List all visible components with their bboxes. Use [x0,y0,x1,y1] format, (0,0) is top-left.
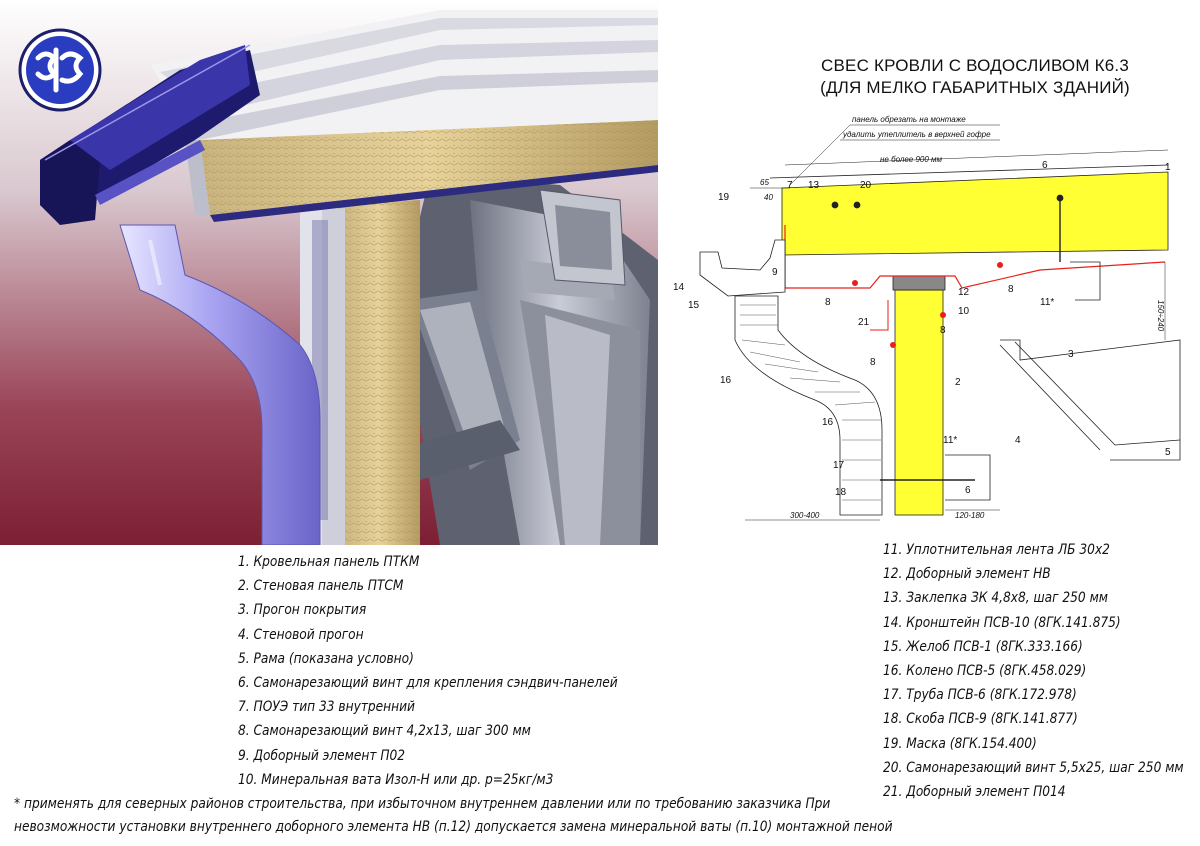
legend-item: 7. ПОУЭ тип 33 внутренний [238,699,415,716]
callout-number: 8 [940,325,946,336]
callout-number: 9 [772,267,778,278]
drawing-title: СВЕС КРОВЛИ С ВОДОСЛИВОМ К6.3 [821,56,1129,75]
legend-item: 8. Самонарезающий винт 4,2х13, шаг 300 м… [238,723,531,740]
legend-item: 5. Рама (показана условно) [238,650,414,667]
wall-panel-3d [300,200,420,545]
footnote-line-1: * применять для северных районов строите… [14,796,831,812]
legend-right: 11. Уплотнительная лента ЛБ 30х2 12. Доб… [883,538,1184,804]
wall-panel-section [894,289,944,516]
legend-item: 11. Уплотнительная лента ЛБ 30х2 [883,542,1110,558]
roof-purlin [395,290,520,480]
legend-item: 17. Труба ПСВ-6 (8ГК.172.978) [883,687,1077,704]
callout-number: 10 [958,306,970,317]
callout-cut-panel: панель обрезать на монтаже [852,115,966,124]
footnote-line-2: невозможности установки внутреннего добо… [14,819,893,835]
legend-item: 4. Стеновой прогон [238,626,364,643]
callout-number: 16 [822,417,834,428]
dimension-40: 40 [764,193,773,202]
callout-number: 8 [825,297,831,308]
callout-number: 12 [958,287,970,298]
legend-item: 20. Самонарезающий винт 5,5х25, шаг 250 … [883,759,1184,776]
callout-number: 11* [943,435,957,446]
legend-item: 9. Доборный элемент П02 [238,747,406,764]
legend-item: 18. Скоба ПСВ-9 (8ГК.141.877) [883,711,1078,728]
callout-numbers: 1 2 3 4 5 6 6 7 8 8 8 8 9 10 11* 11* 12 … [673,160,1171,498]
callout-number: 11* [1040,297,1054,308]
callout-number: 7 [787,180,793,191]
legend-item: 14. Кронштейн ПСВ-10 (8ГК.141.875) [883,614,1121,631]
callout-number: 20 [860,180,872,191]
callout-number: 8 [870,357,876,368]
callout-number: 17 [833,460,845,471]
callout-number: 14 [673,282,685,293]
callout-number: 18 [835,487,847,498]
legend-item: 1. Кровельная панель ПТКМ [238,554,420,570]
legend-item: 16. Колено ПСВ-5 (8ГК.458.029) [883,662,1087,679]
callout-number: 8 [1008,284,1014,295]
roof-panel-section [781,171,1169,256]
callout-number: 16 [720,375,732,386]
legend-item: 3. Прогон покрытия [238,602,367,619]
callout-number: 1 [1165,162,1171,173]
callout-number: 2 [955,377,961,388]
dimension-65: 65 [760,178,769,187]
gutter-section [699,239,786,297]
company-logo [18,28,102,112]
dimension-300-400: 300-400 [790,511,820,520]
dimension-height: 150÷240 [1156,300,1165,332]
legend-item: 2. Стеновая панель ПТСМ [238,578,404,595]
render-svg [0,0,658,545]
frame-beam [999,344,1101,451]
dimension-900: не более 900 мм [880,155,943,164]
callout-number: 13 [808,180,820,191]
callout-number: 3 [1068,349,1074,360]
roof-eave-3d-render [0,0,658,545]
drawing-subtitle: (ДЛЯ МЕЛКО ГАБАРИТНЫХ ЗДАНИЙ) [820,78,1130,97]
red-seal-line [784,225,1166,289]
purlin-bracket [1070,261,1101,301]
callout-number: 15 [688,300,700,311]
roof-purlin-section [1000,339,1181,461]
frame-beam-2 [1014,341,1181,446]
legend-item: 6. Самонарезающий винт для крепления сэн… [238,674,618,691]
callout-number: 5 [1165,447,1171,458]
callout-number: 19 [718,192,730,203]
callout-number: 4 [1015,435,1021,446]
flashing-21 [870,300,889,331]
dimension-120-180: 120-180 [955,511,985,520]
downpipe-3d [119,224,321,545]
wall-purlin-section [945,454,991,501]
legend-item: 12. Доборный элемент НВ [883,566,1051,583]
callout-remove-insulation: удалить утеплитель в верхней гофре [842,130,991,139]
legend-item: 21. Доборный элемент П014 [883,783,1066,800]
gutter-3d [40,44,260,225]
callout-number: 6 [1042,160,1048,171]
downpipe-section [734,295,883,516]
callout-number: 21 [858,317,870,328]
legend-left: 1. Кровельная панель ПТКМ 2. Стеновая па… [238,550,618,792]
roof-panel-3d [150,10,658,222]
legend-item: 10. Минеральная вата Изол-Н или др. р=25… [238,771,554,788]
legend-item: 15. Желоб ПСВ-1 (8ГК.333.166) [883,638,1083,655]
technical-drawing: панель обрезать на монтаже удалить утепл… [673,115,1181,521]
mineral-wool-insert [892,275,946,291]
roof-panel-skin [769,164,1169,179]
callout-number: 6 [965,485,971,496]
legend-item: 19. Маска (8ГК.154.400) [883,735,1037,752]
legend-item: 13. Заклепка ЗК 4,8х8, шаг 250 мм [883,590,1108,607]
